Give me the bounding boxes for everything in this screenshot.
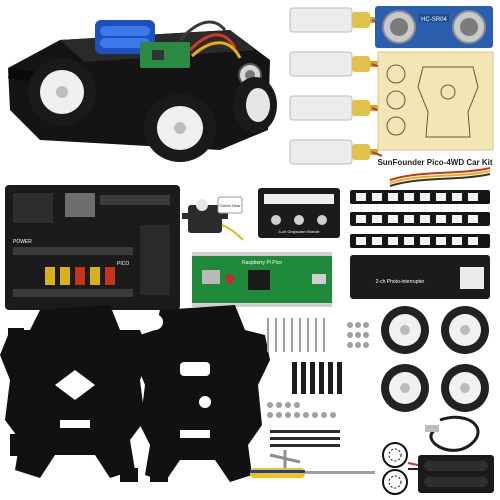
pico-board-label: Raspberry Pi Pico xyxy=(242,260,282,266)
small-hardware xyxy=(267,322,369,418)
power-label: POWER xyxy=(13,239,32,245)
gear-motor xyxy=(289,139,378,165)
encoder-disc xyxy=(382,469,408,495)
car-wheel-front-left xyxy=(144,94,216,162)
raspberry-pi-pico: Raspberry Pi Pico xyxy=(192,252,332,307)
led-strips xyxy=(350,190,490,248)
grayscale-module-label: 3-ch Grayscale Module xyxy=(278,229,320,234)
wire-ties xyxy=(270,430,340,447)
car-wheel-front-right xyxy=(233,77,277,133)
photo-interrupter-module: 2-ch Photo-interrupter xyxy=(350,255,490,299)
pico-label: PICO xyxy=(117,261,129,267)
photo-interrupter-label: 2-ch Photo-interrupter xyxy=(376,279,425,285)
gear-motors xyxy=(289,7,383,165)
gear-motor xyxy=(289,7,378,33)
kit-title: SunFounder Pico-4WD Car Kit xyxy=(377,158,492,167)
raspberry-logo-icon xyxy=(225,274,235,284)
spare-wheels xyxy=(381,306,489,412)
car-wheel-rear-left xyxy=(28,58,96,126)
wrench xyxy=(269,450,301,468)
instruction-manual xyxy=(377,51,494,151)
gear-motor xyxy=(289,95,378,121)
car-pico-board xyxy=(140,42,190,68)
battery-holder xyxy=(407,455,494,493)
grayscale-module: 3-ch Grayscale Module xyxy=(258,188,340,238)
gear-motor xyxy=(289,51,378,77)
wheel xyxy=(381,364,429,412)
wheel xyxy=(441,364,489,412)
acrylic-chassis-plates xyxy=(0,305,270,482)
cable-bundle xyxy=(389,167,491,181)
expansion-board: POWER PICO xyxy=(5,185,180,310)
servo-motor: Clutch Gear xyxy=(182,196,244,241)
usb-cable xyxy=(429,415,480,452)
encoder-disc xyxy=(382,442,408,468)
clutch-gear-label: Clutch Gear xyxy=(219,203,241,208)
wheel xyxy=(441,306,489,354)
standoffs xyxy=(292,362,342,394)
plate-cutouts xyxy=(55,314,211,438)
assembled-car xyxy=(8,20,277,162)
wheel xyxy=(381,306,429,354)
ultrasonic-sensor: HC-SR04 xyxy=(375,6,493,48)
screws-and-standoffs xyxy=(267,318,325,352)
ultrasonic-model-label: HC-SR04 xyxy=(421,17,447,23)
screwdriver xyxy=(250,468,375,478)
